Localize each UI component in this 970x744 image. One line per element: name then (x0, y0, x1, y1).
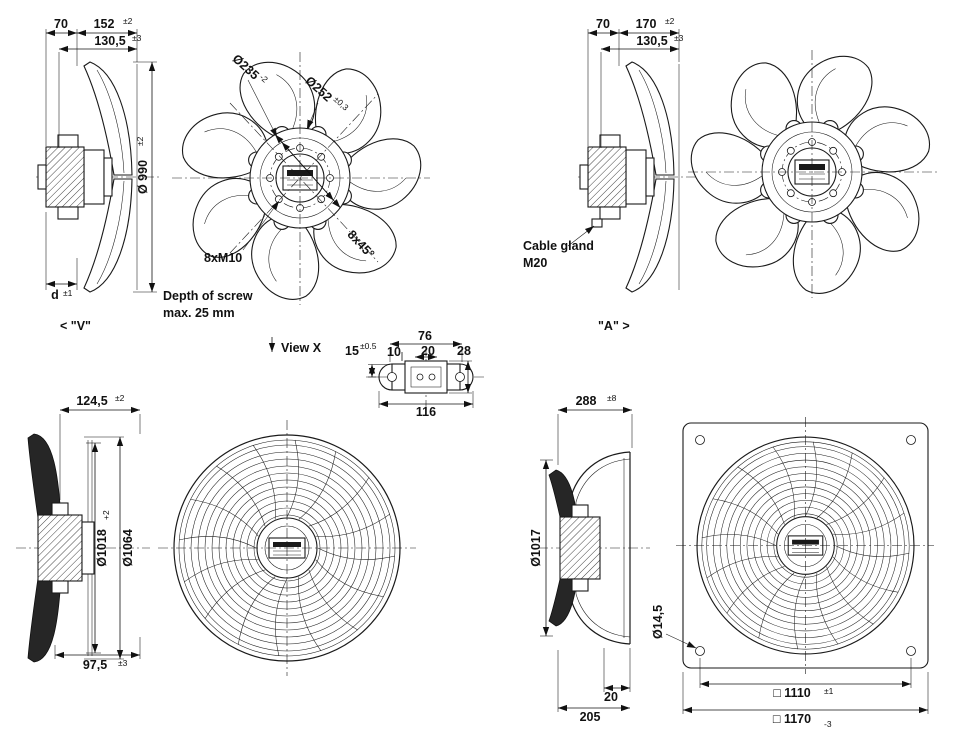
dim-1170-tol: -3 (824, 719, 832, 729)
view-x-title: View X (281, 341, 322, 355)
impeller-front-mirrored (691, 47, 938, 298)
dim-170-tol: ±2 (665, 16, 675, 26)
view-front-impeller-a (688, 47, 938, 298)
bracket-block (404, 360, 448, 394)
dim-116-label: 116 (416, 405, 436, 419)
note-screw-depth-2: max. 25 mm (163, 306, 235, 320)
dim-1110-label: □ 1110 (773, 686, 810, 700)
dim-20d-label: 20 (421, 344, 435, 358)
view-a-side: 70 170 ±2 130,5 ±3 Cable gland M20 "A" > (523, 16, 705, 333)
dim-130a-tol: ±3 (674, 33, 684, 43)
impeller-front (174, 53, 421, 304)
corner-hole (906, 435, 916, 445)
corner-hole (906, 646, 916, 656)
dim-70a-label: 70 (596, 17, 610, 31)
dim-1064-label: Ø1064 (121, 529, 135, 567)
view-bottom-left-side: 124,5 ±2 Ø1018 +2 Ø1064 97,5 ±3 (16, 393, 150, 672)
dim-28-label: 28 (457, 344, 471, 358)
dim-70-label: 70 (54, 17, 68, 31)
dim-8xm10-label: 8xM10 (204, 251, 242, 265)
dim-1170-label: □ 1170 (773, 712, 811, 726)
dim-d-label: d (51, 288, 59, 302)
view-plate-front: Ø14,5 □ 1110 ±1 □ 1170 -3 (651, 417, 934, 729)
corner-hole (695, 435, 705, 445)
note-cable-gland-1: Cable gland (523, 239, 594, 253)
dim-1018-tol: +2 (101, 510, 111, 520)
motor-body (37, 514, 83, 582)
dim-288-tol: ±8 (607, 393, 617, 403)
dim-15-tol: ±0.5 (360, 341, 377, 351)
dim-288-label: 288 (576, 394, 597, 408)
note-cable-gland-2: M20 (523, 256, 547, 270)
cable-gland (591, 218, 603, 228)
dim-124-tol: ±2 (115, 393, 125, 403)
dim-1018-label: Ø1018 (95, 529, 109, 567)
dim-97-label: 97,5 (83, 658, 107, 672)
dim-1017-label: Ø1017 (529, 529, 543, 567)
view-a-label: "A" > (598, 319, 630, 333)
dim-20-label: 20 (604, 690, 618, 704)
dim-152-label: 152 (94, 17, 115, 31)
dim-990-label: Ø 990 (136, 160, 150, 194)
dim-170-label: 170 (636, 17, 657, 31)
view-v-label: < "V" (60, 319, 91, 333)
dim-10-label: 10 (387, 345, 401, 359)
corner-hole (695, 646, 705, 656)
view-x-detail: View X 76 20 10 28 15 ±0.5 116 (268, 329, 486, 419)
dim-97-tol: ±3 (118, 658, 128, 668)
dim-152-tol: ±2 (123, 16, 133, 26)
motor-body-br (559, 516, 601, 580)
dim-130-tol: ±3 (132, 33, 142, 43)
view-v-side: 70 152 ±2 130,5 ±3 Ø 990 ±2 d ±1 < "V" (35, 16, 163, 333)
view-grille-front (158, 420, 416, 676)
dim-130a-label: 130,5 (636, 34, 667, 48)
dim-124-label: 124,5 (76, 394, 107, 408)
view-front-impeller: Ø235 -2 Ø252 ±0,3 8x45° 8xM10 Depth of s… (163, 52, 430, 320)
dim-76-label: 76 (418, 329, 432, 343)
dim-130-label: 130,5 (94, 34, 125, 48)
dim-14-label: Ø14,5 (651, 605, 665, 639)
dim-1110-tol: ±1 (824, 686, 834, 696)
dim-15-label: 15 (345, 344, 359, 358)
view-bottom-right-side: 288 ±8 Ø1017 20 205 (529, 393, 650, 724)
dim-d-tol: ±1 (63, 288, 73, 298)
note-screw-depth-1: Depth of screw (163, 289, 253, 303)
dim-990-tol: ±2 (135, 136, 145, 146)
dim-205-label: 205 (580, 710, 601, 724)
